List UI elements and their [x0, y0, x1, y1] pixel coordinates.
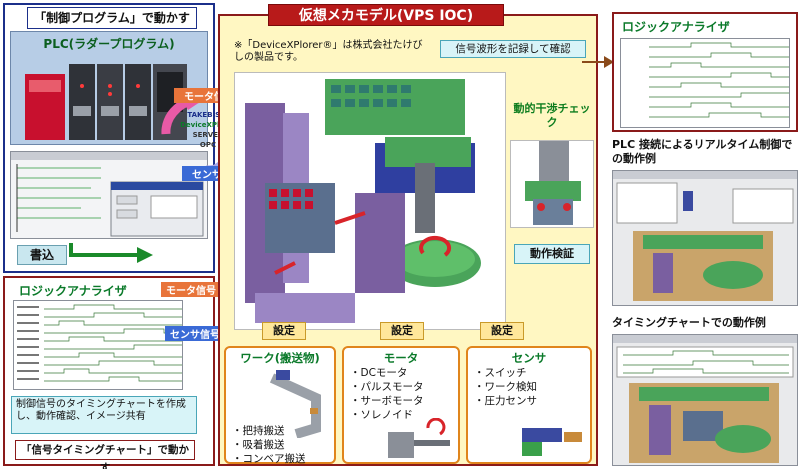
motor-box: モータ ・DCモータ ・パルスモータ ・サーボモータ ・ソレノイド: [342, 346, 460, 464]
sensor-item: ・圧力センサ: [474, 395, 537, 407]
timing-example-screen: [612, 334, 798, 466]
setting-tag-sensor: 設定: [480, 322, 524, 340]
motor-item: ・DCモータ: [350, 367, 408, 379]
plc-example-image: [613, 171, 797, 301]
logo-line1: TAKEBISHI: [187, 111, 229, 119]
center-title: 仮想メカモデル(VPS IOC): [268, 4, 504, 26]
logic-sensor-signal-label: センサ信号: [165, 326, 225, 341]
motor-image: [388, 418, 450, 458]
logic-right-title: ロジックアナライザ: [622, 20, 730, 34]
logic-motor-signal-label: モータ信号: [161, 282, 221, 297]
plc-title: PLC(ラダープログラム): [43, 37, 175, 51]
sensor-item: ・ワーク検知: [474, 381, 537, 393]
write-button[interactable]: 書込: [17, 245, 67, 265]
logo-opc: OPC: [199, 141, 217, 149]
timing-example-image: [613, 335, 797, 463]
write-arrow-icon: [69, 243, 153, 263]
virtual-mecha-panel: 信号波形を記録して確認 ※「DeviceXPlorer®」は株式会社たけびしの製…: [218, 14, 598, 466]
dxp-note: ※「DeviceXPlorer®」は株式会社たけびしの製品です。: [234, 40, 423, 63]
sensor-list: ・スイッチ ・ワーク検知 ・圧力センサ: [474, 366, 537, 408]
logic-left-footer: 「信号タイミングチャート」で動かす: [15, 440, 195, 469]
record-label: 信号波形を記録して確認: [440, 40, 586, 58]
plc-example-screen: [612, 170, 798, 306]
ladder-program-screen: [10, 151, 208, 239]
record-arrow-icon: [582, 56, 614, 68]
sensor-box: センサ ・スイッチ ・ワーク検知 ・圧力センサ: [466, 346, 592, 464]
setting-tag-workpiece: 設定: [262, 322, 306, 340]
logic-left-description: 制御信号のタイミングチャートを作成し、動作確認、イメージ共有: [11, 396, 197, 434]
logic-analyzer-right-panel: ロジックアナライザ: [612, 12, 798, 132]
timing-example-caption: タイミングチャートでの動作例: [612, 316, 766, 329]
interference-label: 動的干渉チェック: [513, 102, 591, 129]
logic-analyzer-left-panel: ロジックアナライザ モータ信号: [3, 276, 225, 469]
verify-label: 動作検証: [514, 244, 590, 264]
conveyor-image: [269, 370, 321, 438]
logo-line2: DeviceXPlorer: [180, 121, 236, 129]
interference-drawing: [525, 141, 581, 225]
plc-example-caption: PLC 接続によるリアルタイム制御での動作例: [612, 138, 793, 165]
sensor-image: [522, 428, 582, 456]
motor-item: ・ソレノイド: [350, 409, 413, 421]
motor-item: ・パルスモータ: [350, 381, 424, 393]
motor-title: モータ: [383, 351, 419, 365]
timing-chart-image: [17, 304, 182, 382]
logic-left-title: ロジックアナライザ: [19, 284, 127, 298]
sensor-title: センサ: [511, 351, 547, 365]
ladder-diagram-image: [11, 152, 207, 237]
workpiece-item: ・コンベア搬送: [232, 453, 306, 465]
setting-tag-motor: 設定: [380, 322, 424, 340]
mecha-drawing: [245, 79, 481, 323]
workpiece-item: ・吸着搬送: [232, 439, 285, 451]
workpiece-box: ワーク(搬送物) ・把持搬送 ・吸着搬送 ・コンベア搬送: [224, 346, 336, 466]
workpiece-item: ・把持搬送: [232, 425, 285, 437]
workpiece-list: ・把持搬送 ・吸着搬送 ・コンベア搬送: [232, 424, 306, 466]
mecha-model-image: [234, 72, 506, 330]
logo-line3: SERVER: [192, 131, 224, 139]
motor-item: ・サーボモータ: [350, 395, 424, 407]
motor-list: ・DCモータ ・パルスモータ ・サーボモータ ・ソレノイド: [350, 366, 424, 422]
logic-left-screen: [13, 300, 183, 390]
right-timing-chart-image: [649, 42, 789, 118]
workpiece-title: ワーク(搬送物): [240, 351, 320, 365]
control-program-header: 「制御プログラム」で動かす: [27, 7, 197, 29]
takebishi-logo: TAKEBISHI DeviceXPlorer SERVER OPC: [178, 110, 238, 154]
interference-image: [510, 140, 594, 228]
sensor-item: ・スイッチ: [474, 367, 527, 379]
logic-right-screen: [620, 38, 790, 128]
